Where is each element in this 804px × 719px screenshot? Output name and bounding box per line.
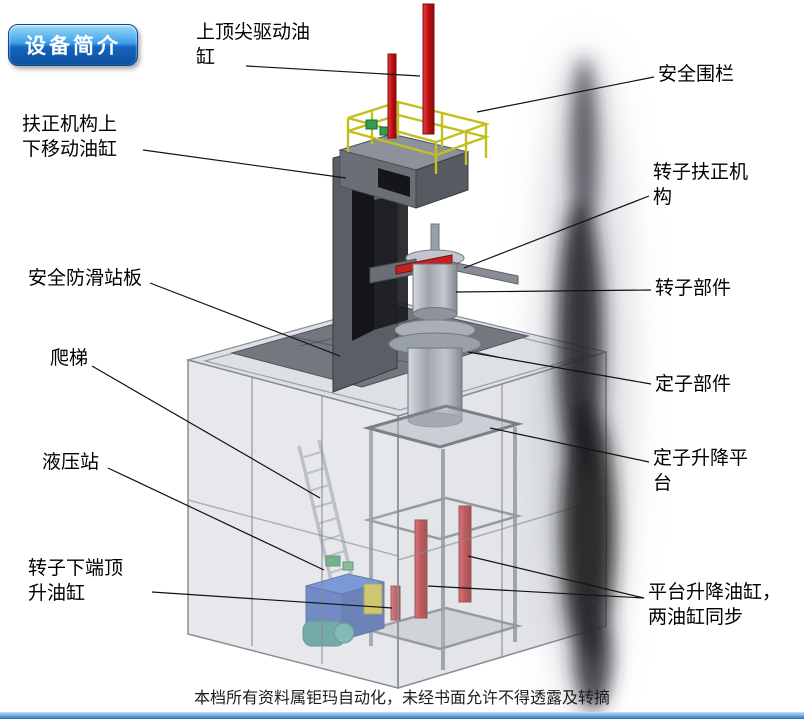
label-rotor-centering-mechanism: 转子扶正机 构 <box>653 161 749 209</box>
leader-ladder <box>91 365 321 499</box>
rotor-body <box>412 263 458 315</box>
label-rotor-bottom-jack-cylinder: 转子下端顶 升油缸 <box>28 557 124 605</box>
leader-rotor-centering-mechanism <box>463 195 650 269</box>
leader-anti-slip-platform <box>149 282 341 357</box>
right-beam <box>451 261 519 285</box>
label-anti-slip-platform: 安全防滑站板 <box>28 267 143 289</box>
label-ladder: 爬梯 <box>50 347 89 369</box>
lift-platform-frame <box>362 404 524 449</box>
label-centering-lift-cylinder: 扶正机构上 下移动油缸 <box>22 113 118 161</box>
label-top-drive-cylinder: 上顶尖驱动油 缸 <box>196 21 311 69</box>
leader-centering-lift-cylinder <box>142 149 347 179</box>
copyright-text: 本档所有资料属钜玛自动化，未经书面允许不得透露及转摘 <box>193 688 610 707</box>
hydraulic-station-3d <box>302 573 385 647</box>
label-stator-component: 定子部件 <box>655 373 732 395</box>
pit-interior <box>297 427 523 670</box>
leader-platform-lift-cylinder-right <box>467 555 645 599</box>
safety-fence-3d <box>346 100 491 174</box>
leader-rotor-component <box>455 289 652 293</box>
platform-lift-cylinders-3d <box>414 505 472 619</box>
leader-platform-lift-cylinder-left <box>427 585 645 599</box>
leader-safety-fence <box>476 76 655 113</box>
label-hydraulic-station: 液压站 <box>42 451 100 473</box>
leader-lines <box>91 65 655 609</box>
leader-top-drive-cylinder <box>245 65 421 77</box>
title-badge: 设备简介 <box>8 24 138 66</box>
fence-green-boxes <box>365 119 390 136</box>
leader-rotor-bottom-jack-cylinder <box>151 591 393 609</box>
top-drive-cylinder-3d <box>387 3 435 139</box>
label-safety-fence: 安全围栏 <box>658 63 735 85</box>
shadow-smudge <box>557 58 615 710</box>
bottom-accent-bar <box>0 712 804 719</box>
rotor-assembly <box>362 223 524 449</box>
label-stator-lift-platform: 定子升降平 台 <box>653 447 749 495</box>
label-platform-lift-cylinders: 平台升降油缸， 两油缸同步 <box>648 581 782 629</box>
leader-stator-lift-platform <box>489 427 650 463</box>
label-rotor-component: 转子部件 <box>655 277 732 299</box>
rotor-bottom-jack-3d <box>390 585 401 621</box>
pit-equipment-misc <box>325 555 354 571</box>
leader-stator-component <box>467 351 652 385</box>
leader-hydraulic-station <box>107 467 325 571</box>
